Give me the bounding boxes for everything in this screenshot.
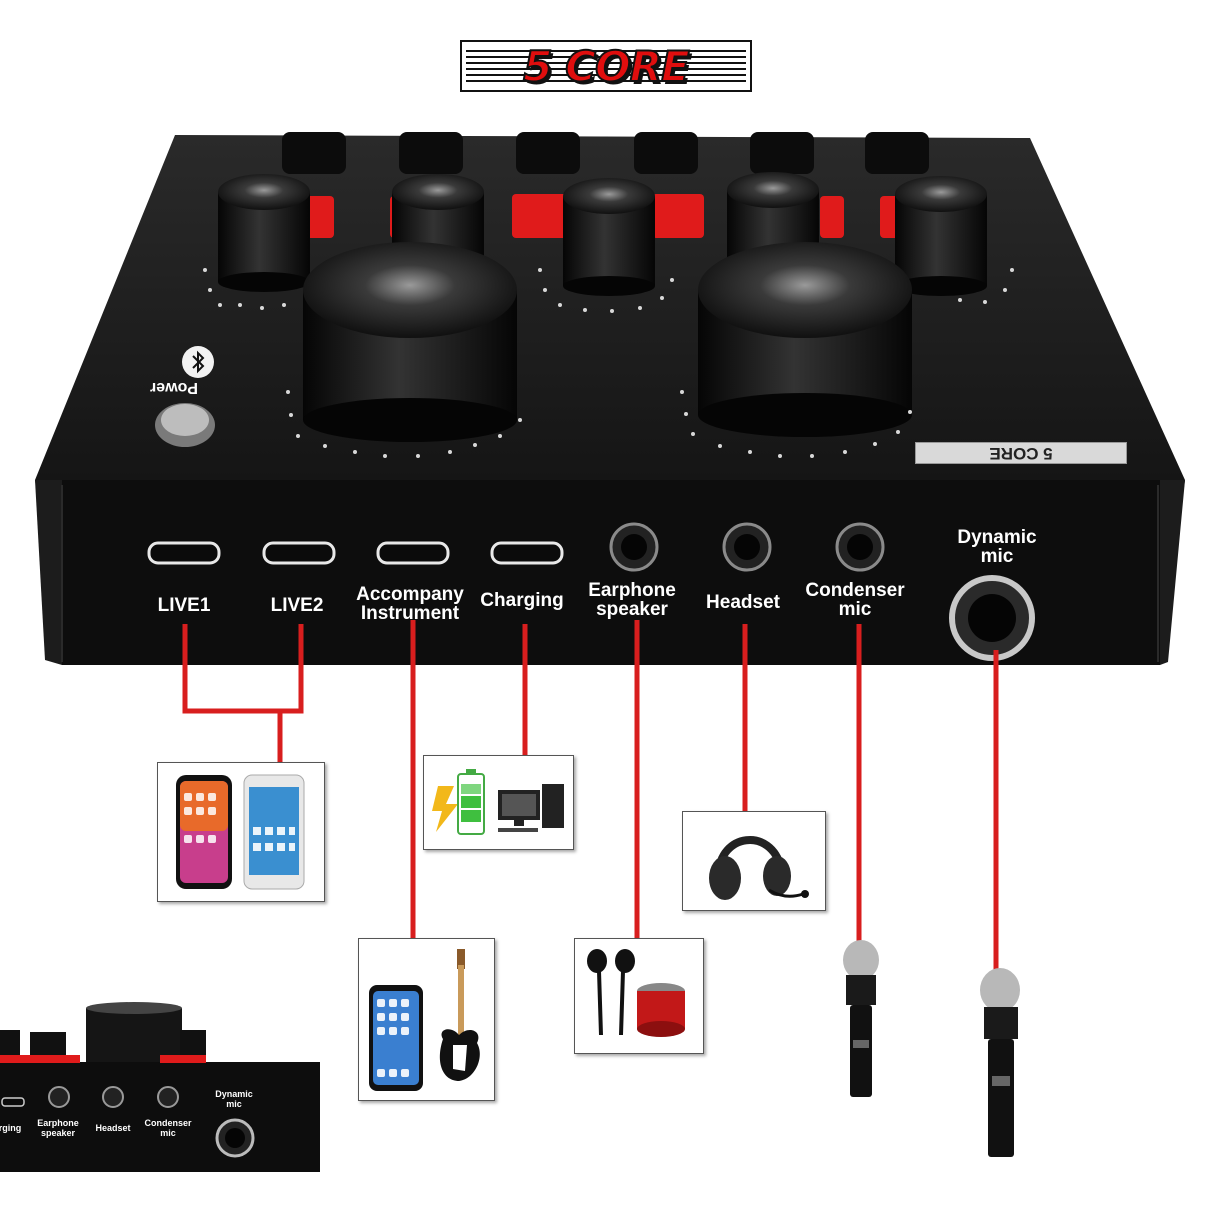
earphones-icon <box>587 949 635 1036</box>
brand-logo: 5 CORE <box>460 40 752 92</box>
accompany-box <box>358 938 495 1101</box>
logo-stripes <box>466 50 746 82</box>
port-label-live1: LIVE1 <box>157 595 211 616</box>
port-label-dynamic-mic: Dynamic mic <box>957 527 1037 567</box>
scale-dots <box>203 268 1014 458</box>
inset-device <box>0 1002 320 1172</box>
port-label-accompany-instrument: Accompany Instrument <box>356 584 464 624</box>
port-label-earphone-speaker: Earphone speaker <box>588 580 676 620</box>
audio-jacks <box>609 522 1035 661</box>
wireless-microphone-icon <box>980 968 1020 1157</box>
inset-label-condenser-mic: Condenser mic <box>144 1118 192 1138</box>
speaker-icon <box>637 983 685 1037</box>
power-label: Power <box>150 379 199 396</box>
brand-plate-text: 5 CORE <box>989 444 1053 463</box>
power-button <box>155 403 215 447</box>
logo-text: 5 CORE <box>522 41 690 92</box>
inset-label-charging: rging <box>0 1123 22 1133</box>
bluetooth-icon <box>182 346 214 378</box>
phones-box <box>157 762 325 902</box>
android-phone-icon <box>243 774 305 890</box>
port-label-headset: Headset <box>706 592 780 613</box>
small-knobs <box>218 172 987 296</box>
connector-lines <box>182 620 999 975</box>
port-label-condenser-mic: Condenser mic <box>805 580 905 620</box>
charging-box <box>423 755 574 850</box>
smartphone-icon <box>369 985 423 1091</box>
electric-guitar-icon <box>439 949 480 1081</box>
headset-icon <box>709 836 809 900</box>
large-knobs <box>303 242 912 442</box>
brand-plate: 5 CORE <box>915 442 1127 464</box>
headset-box <box>682 811 826 911</box>
usb-ports <box>147 541 564 565</box>
iphone-icon <box>176 775 232 889</box>
battery-charging-icon <box>432 769 485 835</box>
inset-label-earphone-speaker: Earphone speaker <box>37 1118 79 1138</box>
earphone-box <box>574 938 704 1054</box>
inset-label-headset: Headset <box>95 1123 131 1133</box>
sound-card-device <box>35 132 1185 665</box>
inset-label-dynamic-mic: Dynamic mic <box>215 1089 253 1109</box>
wireless-microphone-icon <box>843 940 879 1097</box>
effect-buttons <box>282 132 929 238</box>
desktop-computer-icon <box>498 784 564 832</box>
port-label-charging: Charging <box>480 590 564 611</box>
port-label-live2: LIVE2 <box>270 595 324 616</box>
